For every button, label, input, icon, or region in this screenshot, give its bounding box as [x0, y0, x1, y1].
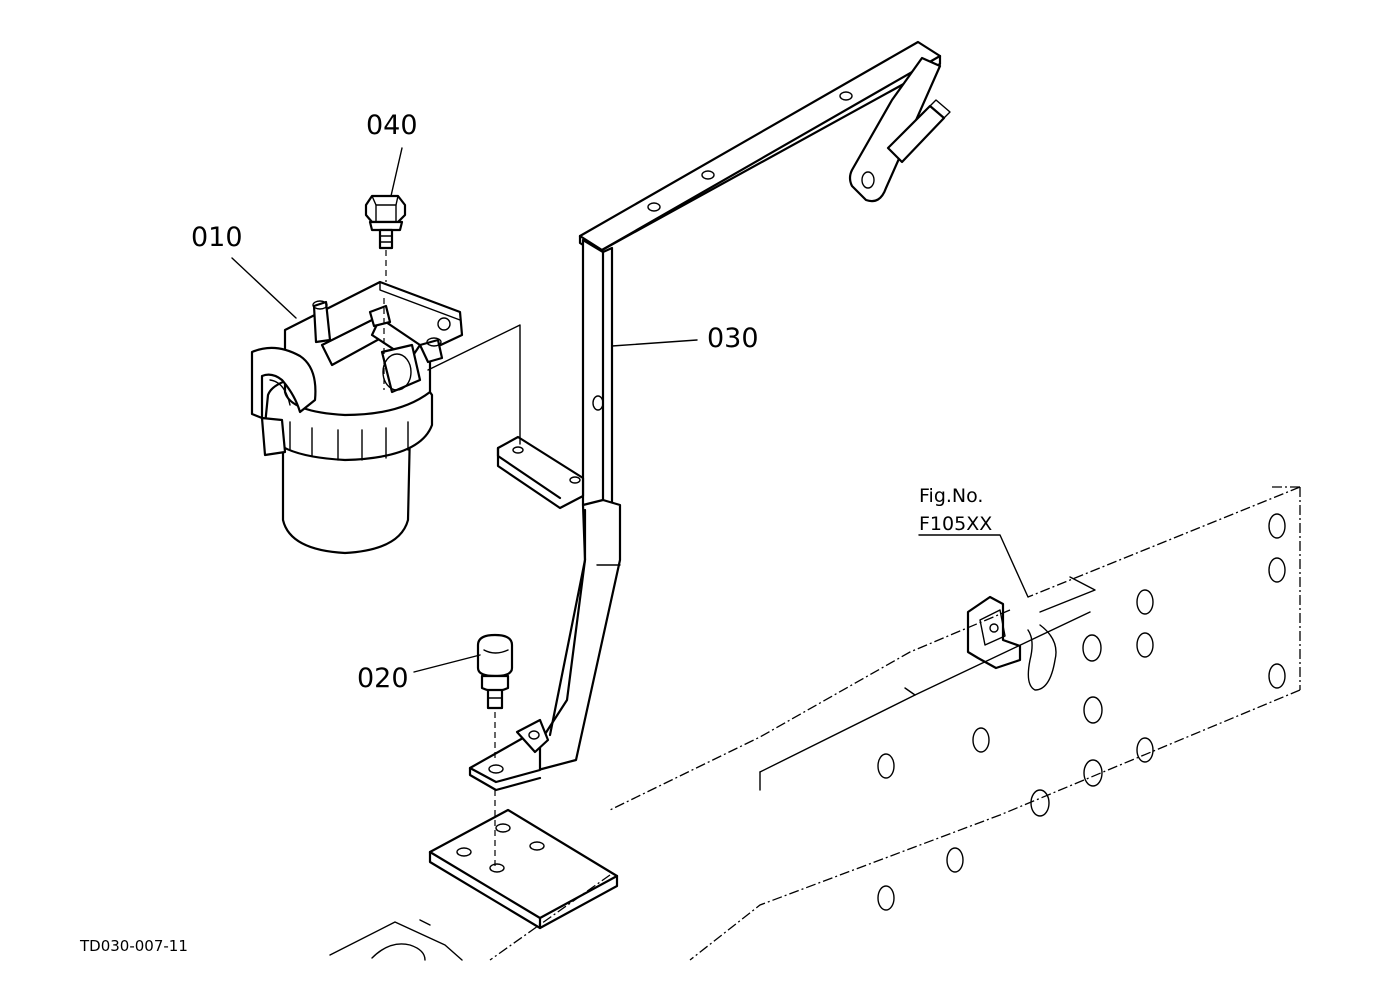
fig-ref-label: Fig.No.	[919, 485, 983, 507]
fig-ref-number: F105XX	[919, 513, 992, 535]
bolt-020	[476, 633, 514, 868]
clamp-bracket	[966, 595, 1022, 670]
drawing-id: TD030-007-11	[79, 937, 188, 955]
callout-020: 020	[357, 663, 409, 694]
bolt-040	[364, 194, 407, 282]
frame-holes	[877, 513, 1286, 911]
frame-rail	[489, 486, 1301, 961]
bracket-030	[468, 40, 951, 792]
fuel-filter-010	[250, 280, 464, 555]
lower-frame-fragment	[329, 919, 463, 961]
callout-040: 040	[366, 110, 418, 141]
callout-010: 010	[191, 222, 243, 253]
leader-lines	[231, 147, 1029, 673]
callout-030: 030	[707, 323, 759, 354]
mounting-plate	[428, 808, 619, 930]
